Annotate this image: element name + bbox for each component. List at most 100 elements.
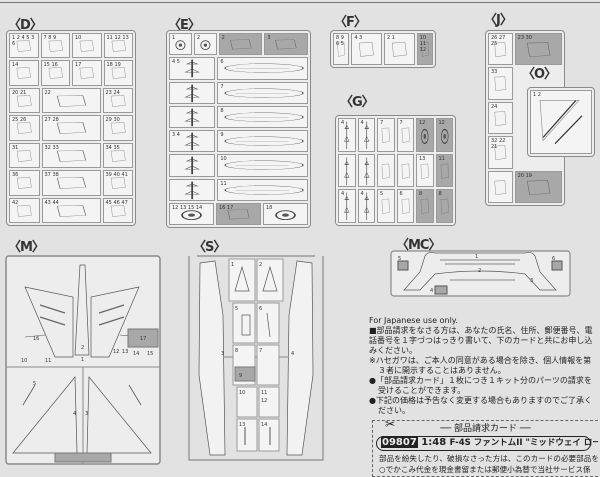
part-outline [421,42,429,57]
part-outline [401,163,410,179]
part-number: 16 [33,336,39,342]
part-outline [79,40,94,52]
missile-outline [184,108,200,126]
part-number: 12 [419,120,426,126]
part-cell: 11 [217,178,308,201]
oval-outline [224,63,305,73]
part-number: 3 [530,278,533,284]
missile-outline [184,132,200,151]
part-cell: 34 35 [102,142,133,169]
part-outline [48,40,63,52]
part-cell: 8 [217,105,308,128]
part-number: 5 [235,306,238,312]
part-number: 4 [360,120,364,126]
part-cell: 37 38 [41,170,101,196]
sprue-label: 〈O〉 [522,67,557,82]
kit-name: F-4S ファントムII "ミッドウェイ ロービジ" [449,438,598,448]
sprue-label-mc: 〈MC〉 [396,238,441,253]
part-cell [169,81,216,104]
part-cell: 6 [217,57,308,80]
part-cell: 27 28 [41,115,101,141]
part-cell [377,153,395,188]
part-cell: 26 27 25 [488,33,513,66]
part-outline [494,179,507,195]
part-number: 8 [438,191,442,198]
part-cell: 20 21 [9,87,40,114]
sprue-row: 7 [169,81,308,104]
part-cell: 4 [357,189,375,224]
part-cell: 4 5 [169,57,216,80]
part-number: 9 [239,373,242,379]
part-outline [381,163,390,179]
sprue-label: 〈F〉 [334,15,367,30]
part-outline [494,42,507,58]
missile-outline [344,192,350,221]
part-number: 5 [380,191,384,198]
part-cell: 8 [435,189,453,224]
part-cell: 10 [72,33,102,59]
kit-code-banner: 09807 1:48 F-4S ファントムII "ミッドウェイ ロービジ" [376,436,598,451]
missile-outline [184,181,200,199]
part-number: 4 [360,191,364,198]
disc-outline [275,210,296,220]
part-outline [110,177,126,189]
part-cell: 11 12 13 [103,33,133,59]
part-outline [16,40,31,52]
part-number: 6 [552,256,555,262]
part-cell: 9 [217,130,308,153]
part-number: 4 5 [172,59,180,66]
info-paragraph-3: ●「部品請求カード」１枚につき１キット分のパーツの請求を受けることができます。 [369,376,592,395]
part-number: 3 4 [172,132,180,138]
missile-outline [184,84,200,102]
part-outline [391,42,407,57]
part-cell: 18 [263,202,308,225]
missile-outline [363,192,369,221]
part-outline [227,209,250,220]
sprue-label: 〈J〉 [484,13,513,28]
part-number: 7 [380,120,384,126]
sprue-row: 4 5 6 [169,57,308,80]
part-number: 34 35 [105,144,120,151]
missile-outline [363,157,369,185]
part-number: 3 [267,35,271,41]
part-number: 22 [44,89,51,96]
part-number: 39 40 41 [105,172,128,179]
part-outline [401,127,410,143]
part-cell: 20 19 [514,170,562,204]
top-border [0,2,600,3]
part-outline [420,163,429,179]
part-cell: 4 3 [351,33,382,65]
part-number: 14 [261,422,267,428]
part-cell: 25 26 [9,115,40,141]
part-number: 42 [12,199,19,206]
part-outline [56,150,86,162]
oval-outline [224,112,305,122]
part-outline [56,204,86,217]
oval-outline [224,160,305,170]
part-number: 4 [341,191,345,198]
part-number: 11 [438,155,445,162]
part-number: 13 [419,155,426,162]
part-number: 2 [478,268,481,274]
part-cell: 4 [357,118,375,152]
missile-outline [344,157,350,185]
part-number: 2 [81,345,84,351]
part-number: 7 [220,83,224,90]
part-number: 4 3 [354,35,363,41]
part-number: 8 [419,191,423,198]
part-cell: 33 [488,67,513,100]
part-number: 12 [261,398,267,404]
part-number: 2 [259,262,262,268]
part-cell: 32 33 [41,142,101,169]
kit-scale: 1:48 [421,437,447,448]
part-cell: 42 [9,197,40,223]
sprue-row: 32 22 21 [488,136,562,169]
part-cell: 16 17 [216,202,261,225]
